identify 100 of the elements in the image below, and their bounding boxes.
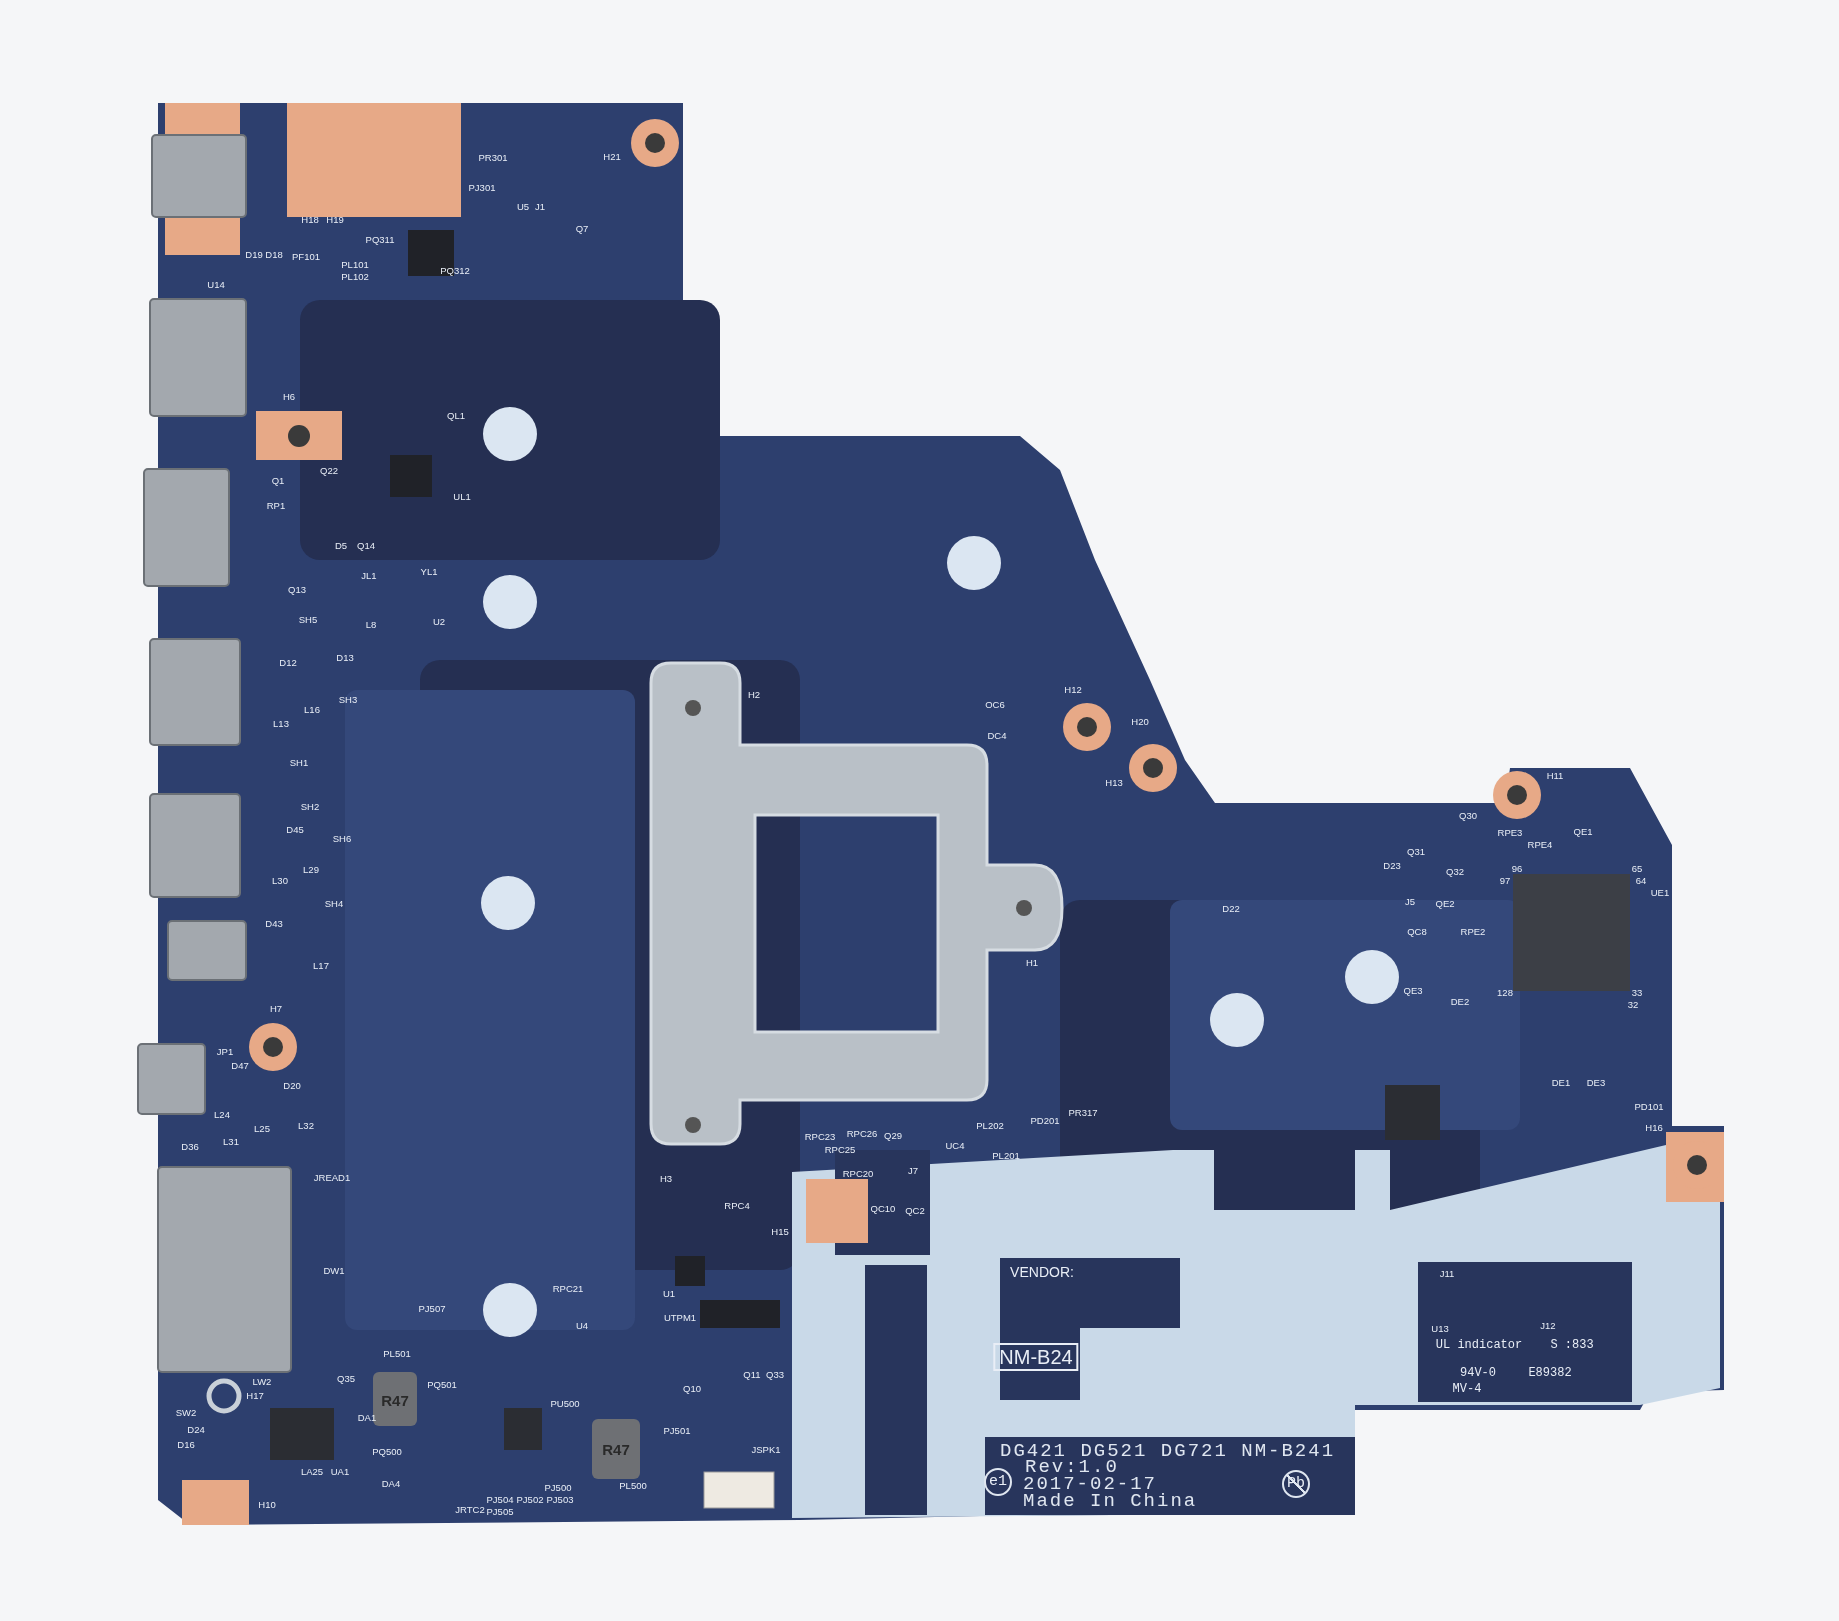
certification-marking: S :833 (1550, 1339, 1594, 1351)
silkscreen-label: D23 (1383, 861, 1401, 871)
silkscreen-label: QC8 (1407, 927, 1427, 937)
silkscreen-label: JL1 (361, 571, 377, 581)
silkscreen-label: PD101 (1634, 1102, 1664, 1112)
certification-marking: UL indicator (1435, 1339, 1523, 1351)
silkscreen-label: JREAD1 (313, 1173, 351, 1183)
silkscreen-label: D5 (334, 541, 348, 551)
silkscreen-label: Q7 (575, 224, 589, 234)
silkscreen-label: PJ504 (486, 1495, 514, 1505)
silkscreen-label: PR317 (1068, 1108, 1098, 1118)
silkscreen-label: D36 (181, 1142, 199, 1152)
silkscreen-label: H18 (301, 215, 319, 225)
silkscreen-label: 65 (1631, 864, 1643, 874)
silkscreen-label: L25 (254, 1124, 270, 1134)
silkscreen-label: L17 (313, 961, 329, 971)
silkscreen-label: PJ505 (486, 1507, 514, 1517)
silkscreen-label: PU500 (550, 1399, 580, 1409)
certification-marking: MV-4 (1452, 1383, 1482, 1395)
silkscreen-label: DA1 (357, 1413, 377, 1423)
silkscreen-label: Q29 (884, 1131, 902, 1141)
board-marking: 2017-02-17 (1023, 1474, 1158, 1494)
silkscreen-label: PD201 (1030, 1116, 1060, 1126)
silkscreen-label: PQ312 (440, 266, 470, 276)
silkscreen-label: RPC23 (804, 1132, 836, 1142)
silkscreen-label: PJ501 (663, 1426, 691, 1436)
silkscreen-label: Q14 (357, 541, 375, 551)
silkscreen-label: H6 (282, 392, 296, 402)
silkscreen-label: DA4 (381, 1479, 401, 1489)
silkscreen-label: QC2 (905, 1206, 925, 1216)
silkscreen-label: L24 (214, 1110, 230, 1120)
certification-marking: 94V-0 (1460, 1367, 1496, 1379)
silkscreen-label: SH5 (298, 615, 318, 625)
silkscreen-label: 128 (1497, 988, 1513, 998)
silkscreen-label: H15 (771, 1227, 789, 1237)
silkscreen-label: H20 (1131, 717, 1149, 727)
silkscreen-label: UA1 (330, 1467, 350, 1477)
silkscreen-label: PJ500 (544, 1483, 572, 1493)
vendor-marking: VENDOR: (1010, 1265, 1074, 1279)
silkscreen-label: 96 (1511, 864, 1523, 874)
silkscreen-label: U4 (575, 1321, 589, 1331)
silkscreen-label: U1 (662, 1289, 676, 1299)
silkscreen-label: PL201 (992, 1151, 1020, 1161)
silkscreen-label: Q33 (766, 1370, 784, 1380)
compliance-symbol: e1 (984, 1468, 1012, 1496)
silkscreen-label: SW2 (175, 1408, 197, 1418)
inductor-marking: R47 (381, 1392, 409, 1408)
board-model-marking: NM-B24 (993, 1343, 1079, 1371)
silkscreen-label: U2 (432, 617, 446, 627)
silkscreen-label: J11 (1439, 1269, 1455, 1279)
silkscreen-label: L29 (303, 865, 319, 875)
silkscreen-label: H16 (1645, 1123, 1663, 1133)
silkscreen-label: J1 (535, 202, 545, 212)
silkscreen-label: RPE3 (1497, 828, 1523, 838)
silkscreen-label: UTPM1 (663, 1313, 697, 1323)
silkscreen-label: PF101 (292, 252, 320, 262)
silkscreen-label: L8 (365, 620, 377, 630)
silkscreen-label: L30 (272, 876, 288, 886)
silkscreen-label: D13 (336, 653, 354, 663)
silkscreen-label: LA25 (300, 1467, 324, 1477)
silkscreen-label: DC4 (987, 731, 1007, 741)
silkscreen-label: PQ311 (365, 235, 395, 245)
silkscreen-label: Q35 (337, 1374, 355, 1384)
silkscreen-label: D24 (187, 1425, 205, 1435)
silkscreen-label: SH4 (324, 899, 344, 909)
silkscreen-label: RPE2 (1460, 927, 1486, 937)
silkscreen-label: QE2 (1435, 899, 1455, 909)
silkscreen-label: H1 (1025, 958, 1039, 968)
silkscreen-label: RP1 (266, 501, 286, 511)
silkscreen-label: H12 (1064, 685, 1082, 695)
silkscreen-label: D19 (245, 250, 263, 260)
silkscreen-label: D22 (1222, 904, 1240, 914)
silkscreen-label: Q11 (743, 1370, 761, 1380)
silkscreen-label: JP1 (216, 1047, 234, 1057)
silkscreen-label: LW2 (252, 1377, 272, 1387)
silkscreen-label: H11 (1546, 771, 1564, 781)
silkscreen-label: PQ500 (372, 1447, 402, 1457)
silkscreen-label: UL1 (453, 492, 471, 502)
silkscreen-label: OC6 (985, 700, 1005, 710)
silkscreen-label: QC10 (870, 1204, 896, 1214)
silkscreen-label: PJ502 (516, 1495, 544, 1505)
board-marking: Made In China (1023, 1491, 1198, 1511)
silkscreen-label: D45 (286, 825, 304, 835)
inductor-marking: R47 (602, 1441, 630, 1457)
silkscreen-label: RPC4 (724, 1201, 750, 1211)
silkscreen-label: L16 (304, 705, 320, 715)
silkscreen-label: D16 (177, 1440, 195, 1450)
silkscreen-label: DW1 (323, 1266, 345, 1276)
silkscreen-label: Q1 (271, 476, 285, 486)
silkscreen-label: Q32 (1446, 867, 1464, 877)
silkscreen-label: YL1 (420, 567, 438, 577)
silkscreen-label: 32 (1627, 1000, 1639, 1010)
silkscreen-label: J7 (908, 1166, 918, 1176)
silkscreen-label: Q22 (320, 466, 338, 476)
silkscreen-label: H17 (246, 1391, 264, 1401)
silkscreen-label: Q30 (1459, 811, 1477, 821)
silkscreen-label: QE3 (1403, 986, 1423, 996)
silkscreen-label: 33 (1631, 988, 1643, 998)
silkscreen-label: JSPK1 (751, 1445, 781, 1455)
silkscreen-label: Q10 (683, 1384, 701, 1394)
